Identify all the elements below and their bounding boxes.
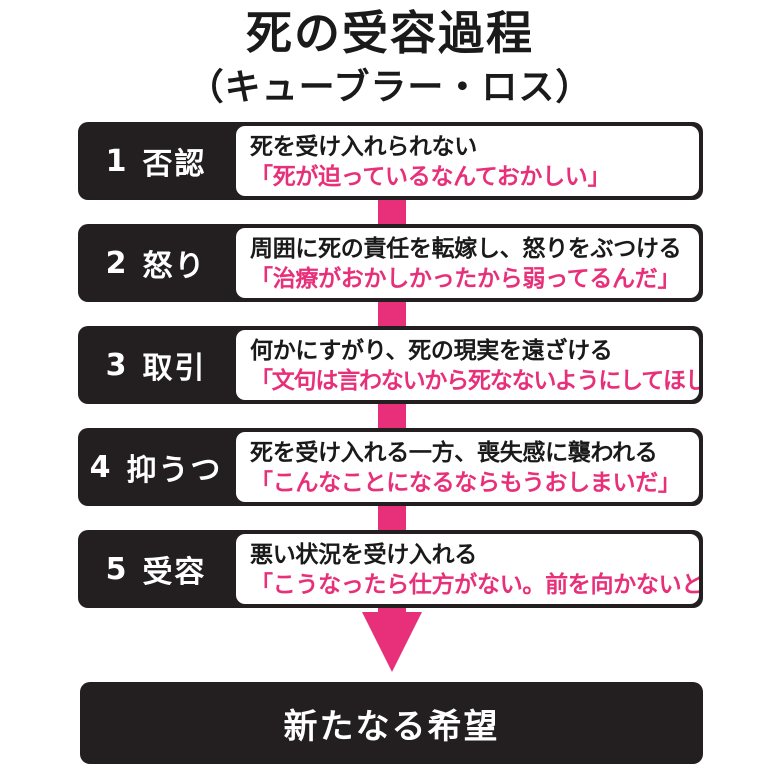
stage-box: 悪い状況を受け入れる 「こうなったら仕方がない。前を向かないと」 xyxy=(236,534,699,604)
stage-quote: 「治療がおかしかったから弱ってるんだ」 xyxy=(250,266,681,292)
final-stage: 新たなる希望 xyxy=(80,682,703,764)
stage-name: 受容 xyxy=(142,555,207,590)
stage-number: 5 xyxy=(105,551,129,587)
stage-quote: 「死が迫っているなんておかしい」 xyxy=(250,164,611,190)
stage-name: 取引 xyxy=(142,351,207,386)
stage-name: 怒り xyxy=(142,249,207,284)
stage-name: 否認 xyxy=(142,147,207,182)
diagram-subtitle: （キューブラー・ロス） xyxy=(187,67,593,108)
stage-number: 2 xyxy=(105,245,129,281)
stage-description: 死を受け入れる一方、喪失感に襲われる xyxy=(250,440,658,466)
stage-2: 2 怒り 周囲に死の責任を転嫁し、怒りをぶつける 「治療がおかしかったから弱って… xyxy=(78,224,703,302)
stage-description: 周囲に死の責任を転嫁し、怒りをぶつける xyxy=(250,236,682,262)
stage-label: 5 受容 xyxy=(78,530,234,608)
stage-box: 死を受け入れられない 「死が迫っているなんておかしい」 xyxy=(236,126,699,196)
stage-quote: 「こんなことになるならもうおしまいだ」 xyxy=(250,470,681,496)
down-arrow-icon xyxy=(362,612,422,672)
stage-label: 4 抑うつ xyxy=(78,428,234,506)
stage-quote: 「こうなったら仕方がない。前を向かないと」 xyxy=(250,572,699,598)
stage-box: 何かにすがり、死の現実を遠ざける 「文句は言わないから死なないようにしてほしい」 xyxy=(236,330,699,400)
stage-description: 何かにすがり、死の現実を遠ざける xyxy=(250,338,613,364)
stage-label: 1 否認 xyxy=(78,122,234,200)
diagram-title: 死の受容過程 xyxy=(246,6,534,60)
stage-label: 2 怒り xyxy=(78,224,234,302)
stage-3: 3 取引 何かにすがり、死の現実を遠ざける 「文句は言わないから死なないようにし… xyxy=(78,326,703,404)
stage-label: 3 取引 xyxy=(78,326,234,404)
stage-quote: 「文句は言わないから死なないようにしてほしい」 xyxy=(250,368,699,394)
stage-number: 3 xyxy=(105,347,129,383)
stage-1: 1 否認 死を受け入れられない 「死が迫っているなんておかしい」 xyxy=(78,122,703,200)
stage-5: 5 受容 悪い状況を受け入れる 「こうなったら仕方がない。前を向かないと」 xyxy=(78,530,703,608)
stage-4: 4 抑うつ 死を受け入れる一方、喪失感に襲われる 「こんなことになるならもうおし… xyxy=(78,428,703,506)
stage-description: 悪い状況を受け入れる xyxy=(250,542,478,568)
stage-description: 死を受け入れられない xyxy=(250,134,478,160)
stage-number: 1 xyxy=(105,143,129,179)
stage-number: 4 xyxy=(89,449,113,485)
stage-box: 周囲に死の責任を転嫁し、怒りをぶつける 「治療がおかしかったから弱ってるんだ」 xyxy=(236,228,699,298)
stage-name: 抑うつ xyxy=(126,453,223,488)
stage-box: 死を受け入れる一方、喪失感に襲われる 「こんなことになるならもうおしまいだ」 xyxy=(236,432,699,502)
